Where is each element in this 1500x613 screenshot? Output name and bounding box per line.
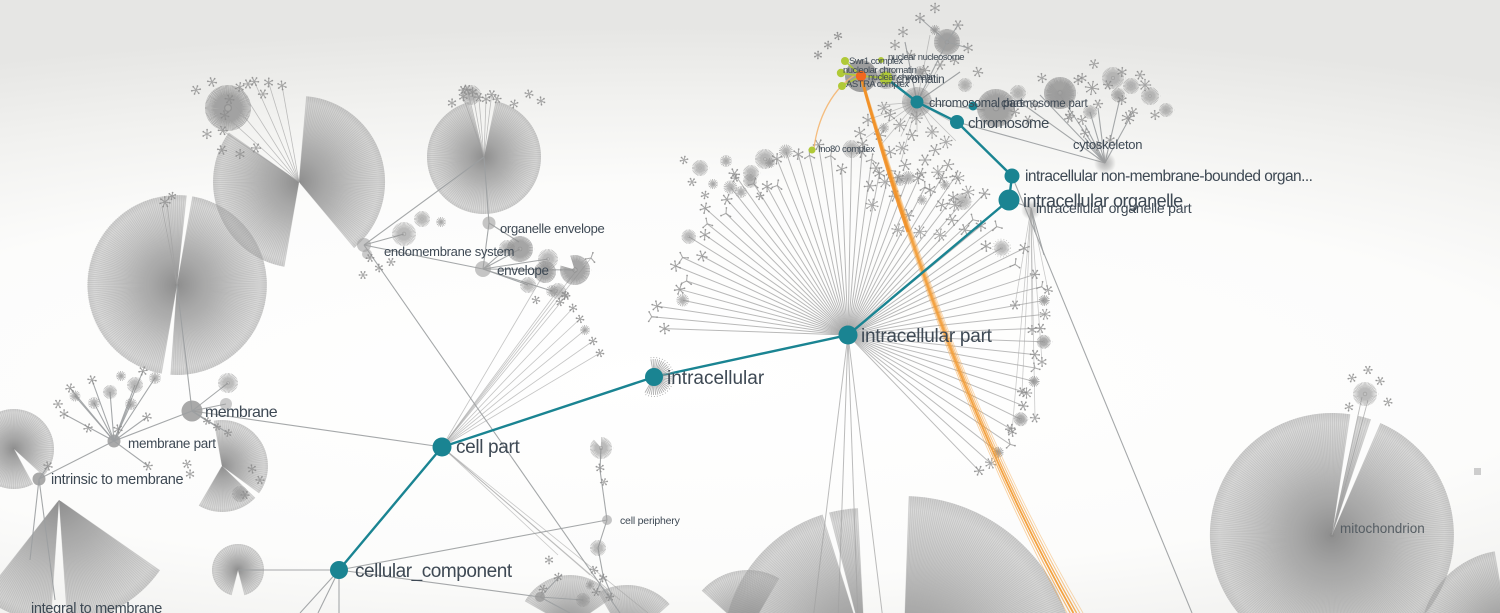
svg-text:intrinsic to membrane: intrinsic to membrane [51, 472, 184, 488]
svg-text:intracellular organelle: intracellular organelle [1023, 191, 1183, 211]
svg-text:nuclear nucleosome: nuclear nucleosome [888, 52, 964, 63]
svg-text:ASTRA complex: ASTRA complex [846, 79, 909, 90]
svg-text:membrane part: membrane part [128, 436, 216, 451]
svg-text:mitochondrion: mitochondrion [1340, 521, 1425, 536]
svg-text:Ino80 complex: Ino80 complex [818, 144, 875, 155]
svg-text:cell part: cell part [456, 437, 520, 458]
svg-text:intracellular non-membrane-bou: intracellular non-membrane-bounded organ… [1025, 168, 1312, 185]
svg-text:chromosome: chromosome [968, 115, 1049, 132]
svg-text:chromosomal part: chromosomal part [929, 96, 1024, 110]
svg-text:intracellular part: intracellular part [861, 326, 993, 347]
svg-text:chromatin: chromatin [896, 72, 944, 86]
svg-text:intracellular: intracellular [667, 368, 765, 389]
svg-text:cellular_component: cellular_component [355, 561, 513, 582]
svg-text:cell periphery: cell periphery [620, 515, 681, 527]
svg-text:cytoskeleton: cytoskeleton [1073, 137, 1142, 152]
svg-text:membrane: membrane [205, 404, 278, 421]
svg-text:organelle envelope: organelle envelope [500, 221, 605, 236]
svg-text:endomembrane system: endomembrane system [384, 244, 514, 259]
svg-text:intracellular organelle part: intracellular organelle part [1036, 200, 1192, 216]
svg-text:Swr1 complex: Swr1 complex [849, 56, 903, 67]
svg-text:integral to membrane: integral to membrane [31, 601, 162, 613]
svg-text:chromosome part: chromosome part [1001, 98, 1088, 110]
svg-text:nuclear chromatin: nuclear chromatin [868, 72, 935, 83]
svg-text:nucleolar chromatin: nucleolar chromatin [843, 65, 917, 76]
svg-text:envelope: envelope [497, 263, 549, 278]
